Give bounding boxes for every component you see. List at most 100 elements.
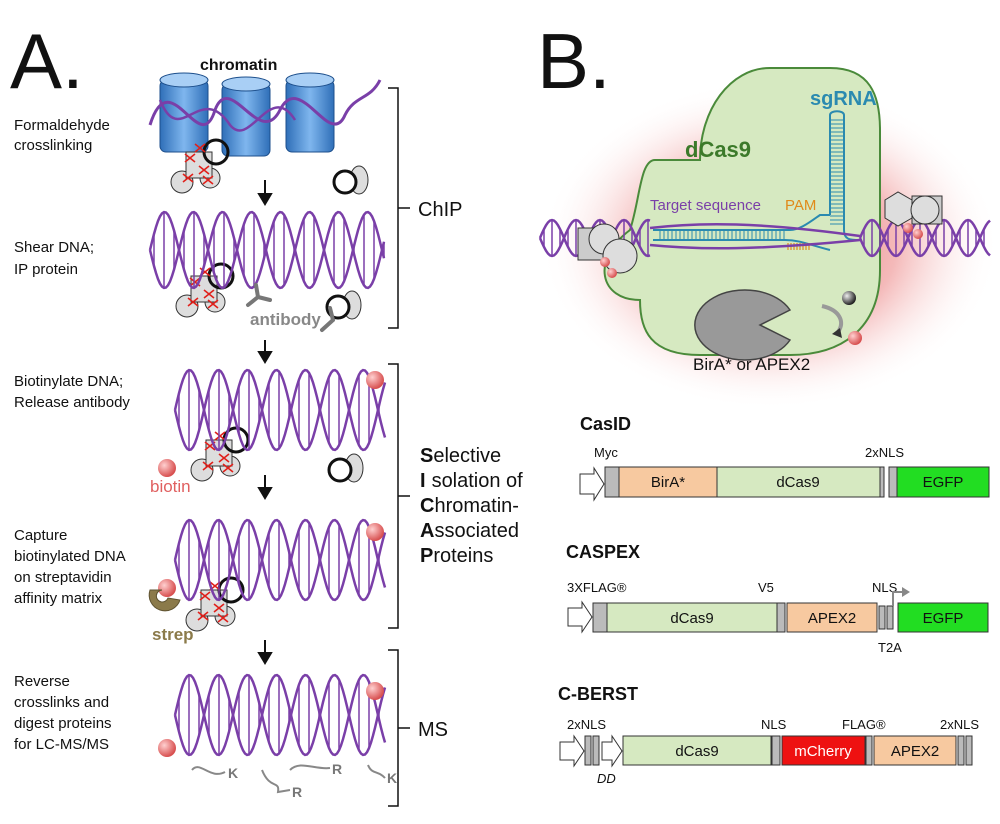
dcas9-label: dCas9 [685,137,751,162]
substrate-icon [842,291,856,305]
cberst-nls3: 2xNLS [940,717,979,732]
sgrna-label: sgRNA [810,88,877,110]
svg-text:Release antibody: Release antibody [14,394,130,411]
svg-text:crosslinks and: crosslinks and [14,694,109,711]
cberst-dcas9: dCas9 [675,743,718,760]
svg-text:biotinylated DNA: biotinylated DNA [14,548,126,565]
histone-1 [159,72,209,153]
step-2-text: Shear DNA; IP protein [14,239,94,278]
protein-complex-4 [185,576,245,632]
brackets [388,87,410,807]
panel-a-letter: A. [10,17,84,105]
svg-text:affinity matrix: affinity matrix [14,590,103,607]
dna-helix-4 [173,518,387,602]
svg-text:Selective: Selective [420,445,501,467]
caspex-apex2: APEX2 [808,610,856,627]
antibody-icon [246,283,335,332]
protein-complex-2 [175,262,235,318]
svg-text:Formaldehyde: Formaldehyde [14,117,110,134]
step-arrows [257,180,273,665]
casid-construct: CasID Myc 2xNLS BirA* dCas9 EGFP [579,414,990,502]
peptides [191,764,386,794]
free-protein-2 [325,290,362,320]
cberst-flag: FLAG® [842,717,886,732]
casid-promoter-arrow [579,466,605,502]
svg-text:crosslinking: crosslinking [14,137,92,154]
casid-myc: Myc [594,445,618,460]
step-3-text: Biotinylate DNA; Release antibody [14,373,130,411]
biotin-bead [366,682,384,700]
free-protein-1 [332,165,369,195]
enzyme-icon [694,289,792,361]
caspex-construct: CASPEX 3XFLAG® V5 NLS dCas9 APEX2 EGFP T… [566,542,989,655]
svg-text:IP protein: IP protein [14,261,78,278]
histone-3 [285,72,335,153]
cberst-dd: DD [597,771,616,786]
casid-egfp: EGFP [923,474,964,491]
svg-text:Chromatin-: Chromatin- [420,495,519,517]
enzyme-label: BirA* or APEX2 [693,355,810,374]
caspex-title: CASPEX [566,542,640,562]
casid-bira: BirA* [651,474,685,491]
chromatin-illustration [148,72,382,157]
svg-text:Biotinylate DNA;: Biotinylate DNA; [14,373,123,390]
chromatin-label: chromatin [200,57,277,74]
svg-text:digest proteins: digest proteins [14,715,112,732]
strep-label: strep [152,625,194,644]
free-protein-3 [327,453,364,483]
caspex-egfp: EGFP [923,610,964,627]
cberst-mcherry: mCherry [794,743,852,760]
ms-label: MS [418,719,448,741]
svg-text:on streptavidin: on streptavidin [14,569,112,586]
caspex-t2a: T2A [878,640,902,655]
casid-title: CasID [580,414,631,434]
biotin-bead [158,739,176,757]
svg-text:for LC-MS/MS: for LC-MS/MS [14,736,109,753]
pam-label: PAM [785,197,816,214]
biotin-bead [366,371,384,389]
dna-helix-2 [148,210,386,290]
flanking-proteins-left [577,223,638,278]
peptide-k2: K [387,770,397,786]
peptide-k1: K [228,765,238,781]
step-1-text: Formaldehyde crosslinking [14,117,110,154]
panel-b-letter: B. [537,17,611,105]
product-icon [848,331,862,345]
cberst-nls2: NLS [761,717,787,732]
biotin-bead [158,459,176,477]
flanking-proteins-right [884,191,943,239]
strep-icon [148,589,181,612]
peptide-r2: R [332,761,342,777]
peptide-r1: R [292,784,302,800]
svg-text:Capture: Capture [14,527,67,544]
target-sequence-label: Target sequence [650,197,761,214]
panel-b: B. dCas9 sgRNA Target sequence PAM [537,17,1000,786]
biotin-label: biotin [150,477,191,496]
caspex-v5: V5 [758,580,774,595]
svg-text:Reverse: Reverse [14,673,70,690]
cberst-apex2: APEX2 [891,743,939,760]
dna-helix-5 [173,673,387,757]
dna-helix-3 [173,368,387,452]
caspex-dcas9: dCas9 [670,610,713,627]
svg-text:Proteins: Proteins [420,545,493,567]
cberst-construct: C-BERST 2xNLS NLS FLAG® 2xNLS dCas9 mChe… [558,684,979,786]
svg-text:Shear DNA;: Shear DNA; [14,239,94,256]
caspex-flag: 3XFLAG® [567,580,627,595]
sgrna-rungs [649,119,861,250]
cberst-nls1: 2xNLS [567,717,606,732]
protein-complex-1 [170,138,230,194]
panel-a: A. chromatin Formaldehyde crosslinking S… [10,17,523,807]
biotin-bead [366,523,384,541]
casid-nls: 2xNLS [865,445,904,460]
step-4-text: Capture biotinylated DNA on streptavidin… [14,527,126,607]
svg-text:Associated: Associated [420,520,519,542]
casid-dcas9: dCas9 [776,474,819,491]
chip-label: ChIP [418,199,462,221]
caspex-nls: NLS [872,580,898,595]
step-5-text: Reverse crosslinks and digest proteins f… [14,673,112,753]
biotin-bead [158,579,176,597]
